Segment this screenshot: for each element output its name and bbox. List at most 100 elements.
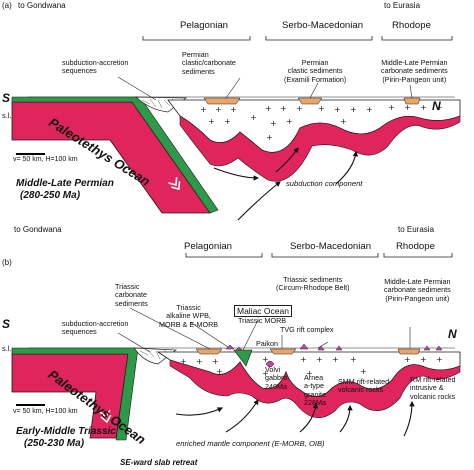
svg-text:+: + xyxy=(360,367,367,376)
age-range-b: (250-230 Ma) xyxy=(24,438,85,449)
svg-text:+: + xyxy=(436,103,443,112)
bracket-pelagonian-b xyxy=(185,253,263,258)
label-triassic-carbonate: Triassic carbonate sediments xyxy=(115,282,148,308)
svg-text:+: + xyxy=(436,355,443,364)
label-pirin-pangeon-b: Middle-Late Permian carbonate sediments … xyxy=(384,277,451,303)
label-volvi-gabbro: Volvi gabbro 240Ma xyxy=(265,365,288,391)
label-paikon: Paikon xyxy=(256,339,278,348)
svg-text:+: + xyxy=(180,357,187,366)
svg-text:+: + xyxy=(266,133,273,142)
age-title-a: Middle-Late Permian xyxy=(16,178,114,189)
svg-text:+: + xyxy=(340,117,347,126)
label-slab-retreat: SE-ward slab retreat xyxy=(120,458,198,467)
label-circum-rhodope: Triassic sediments (Circum-Rhodope Belt) xyxy=(276,275,350,293)
label-tvg-rift: TVG rift complex xyxy=(280,325,334,334)
svg-text:+: + xyxy=(286,117,293,126)
svg-text:+: + xyxy=(250,113,257,122)
svg-text:+: + xyxy=(215,105,222,114)
panel-a-graphics: +++ +++ +++ +++ +++ ++ ++++ xyxy=(11,36,461,221)
label-pirin-pangeon-a: Middle-Late Permian carbonate sediments … xyxy=(381,58,448,84)
label-examili-formation: Permian clastic sediments (Examili Forma… xyxy=(284,58,347,84)
bracket-rhodope-a xyxy=(381,36,453,41)
svg-text:+: + xyxy=(216,367,223,376)
panel-b-eurasia-top: to Eurasia xyxy=(398,225,435,234)
panel-b-label: (b) xyxy=(2,258,12,267)
svg-text:+: + xyxy=(262,369,269,378)
side-s-b: S xyxy=(2,317,11,331)
svg-text:+: + xyxy=(200,105,207,114)
sediment-pelagonian-b xyxy=(195,348,223,355)
svg-text:+: + xyxy=(316,355,323,364)
svg-text:+: + xyxy=(404,103,411,112)
label-triassic-morb: Triassic MORB xyxy=(238,316,287,325)
label-alkaline-wpb: Triassic alkaline WPB, MORB & E-MORB xyxy=(159,303,219,329)
label-subduction-component: subduction component xyxy=(286,179,363,188)
panel-a-label: (a) xyxy=(2,1,12,10)
label-arnea-granite: Arnea a-type granite 228Ma xyxy=(304,373,326,407)
sea-level-label-b: s.l. xyxy=(2,344,12,353)
scale-label-a: v= 50 km, H=100 km xyxy=(13,156,78,163)
svg-text:+: + xyxy=(230,105,237,114)
svg-text:+: + xyxy=(318,104,325,113)
bracket-serbo-a xyxy=(265,36,373,41)
side-s-a: S xyxy=(2,91,11,105)
svg-text:+: + xyxy=(262,355,269,364)
scale-label-b: v= 50 km, H=100 km xyxy=(13,408,78,415)
mantle-lithosphere-a xyxy=(179,115,461,182)
svg-text:+: + xyxy=(350,105,357,114)
svg-text:+: + xyxy=(296,104,303,113)
svg-text:+: + xyxy=(212,357,219,366)
maliac-ocean-box: Maliac Ocean xyxy=(234,305,292,317)
bracket-pelagonian-a xyxy=(142,36,251,41)
svg-text:+: + xyxy=(404,355,411,364)
svg-text:+: + xyxy=(300,355,307,364)
svg-text:+: + xyxy=(196,357,203,366)
svg-text:+: + xyxy=(420,355,427,364)
bracket-rhodope-b xyxy=(383,253,453,258)
svg-text:+: + xyxy=(366,105,373,114)
svg-text:+: + xyxy=(208,117,215,126)
svg-text:+: + xyxy=(350,355,357,364)
sea-level-label-a: s.l. xyxy=(2,111,12,120)
svg-text:+: + xyxy=(224,117,231,126)
svg-text:+: + xyxy=(334,105,341,114)
sediment-pelagonian-a xyxy=(203,97,241,105)
svg-text:+: + xyxy=(265,104,272,113)
side-n-a: N xyxy=(432,99,441,113)
region-serbo-macedonian-a: Serbo-Macedonian xyxy=(282,20,364,31)
region-serbo-macedonian-b: Serbo-Macedonian xyxy=(290,241,372,252)
bracket-serbo-b xyxy=(271,253,379,258)
panel-a-gondwana-top: to Gondwana xyxy=(18,1,66,10)
panel-a-eurasia-top: to Eurasia xyxy=(384,1,421,10)
side-n-b: N xyxy=(448,327,457,341)
region-pelagonian-a: Pelagonian xyxy=(180,20,229,31)
svg-text:+: + xyxy=(306,369,313,378)
region-pelagonian-b: Pelagonian xyxy=(184,241,233,252)
label-rm-rift: RM rift-related intrusive & volcanic roc… xyxy=(410,375,456,401)
sediment-serbo-a xyxy=(297,97,323,105)
svg-text:+: + xyxy=(332,355,339,364)
sediment-rhodope-b xyxy=(397,348,421,355)
label-subduction-accretion-a: subduction-accretion sequences xyxy=(62,58,129,76)
label-enriched-mantle: enriched mantle component (E-MORB, OIB) xyxy=(176,439,325,448)
age-range-a: (280-250 Ma) xyxy=(20,190,81,201)
svg-text:+: + xyxy=(280,104,287,113)
label-permian-clastic-carbonate: Permian clastic/carbonate sediments xyxy=(182,50,236,76)
label-smm-rift: SMM rift-related volcanic rocks xyxy=(338,377,390,395)
panel-a-gondwana-bottom: to Gondwana xyxy=(14,225,62,234)
mantle-lithosphere-b xyxy=(169,359,461,418)
svg-text:+: + xyxy=(270,119,277,128)
sediment-rhodope-a xyxy=(403,97,421,105)
sediment-circum-rhodope-b xyxy=(269,348,297,355)
svg-text:+: + xyxy=(388,103,395,112)
region-rhodope-a: Rhodope xyxy=(392,20,431,31)
label-subduction-accretion-b: subduction-accretion sequences xyxy=(62,319,129,337)
svg-text:+: + xyxy=(420,103,427,112)
panel-b-graphics: ++++ ++ ++++ ++ +++ xyxy=(11,253,461,441)
magmatic-pelagonian-b xyxy=(225,344,243,351)
magmatic-rhodope-b xyxy=(423,345,443,351)
age-title-b: Early-Middle Triassic xyxy=(16,426,116,437)
intrusion-volvi xyxy=(265,360,275,368)
magmatic-serbo-b xyxy=(299,343,343,351)
